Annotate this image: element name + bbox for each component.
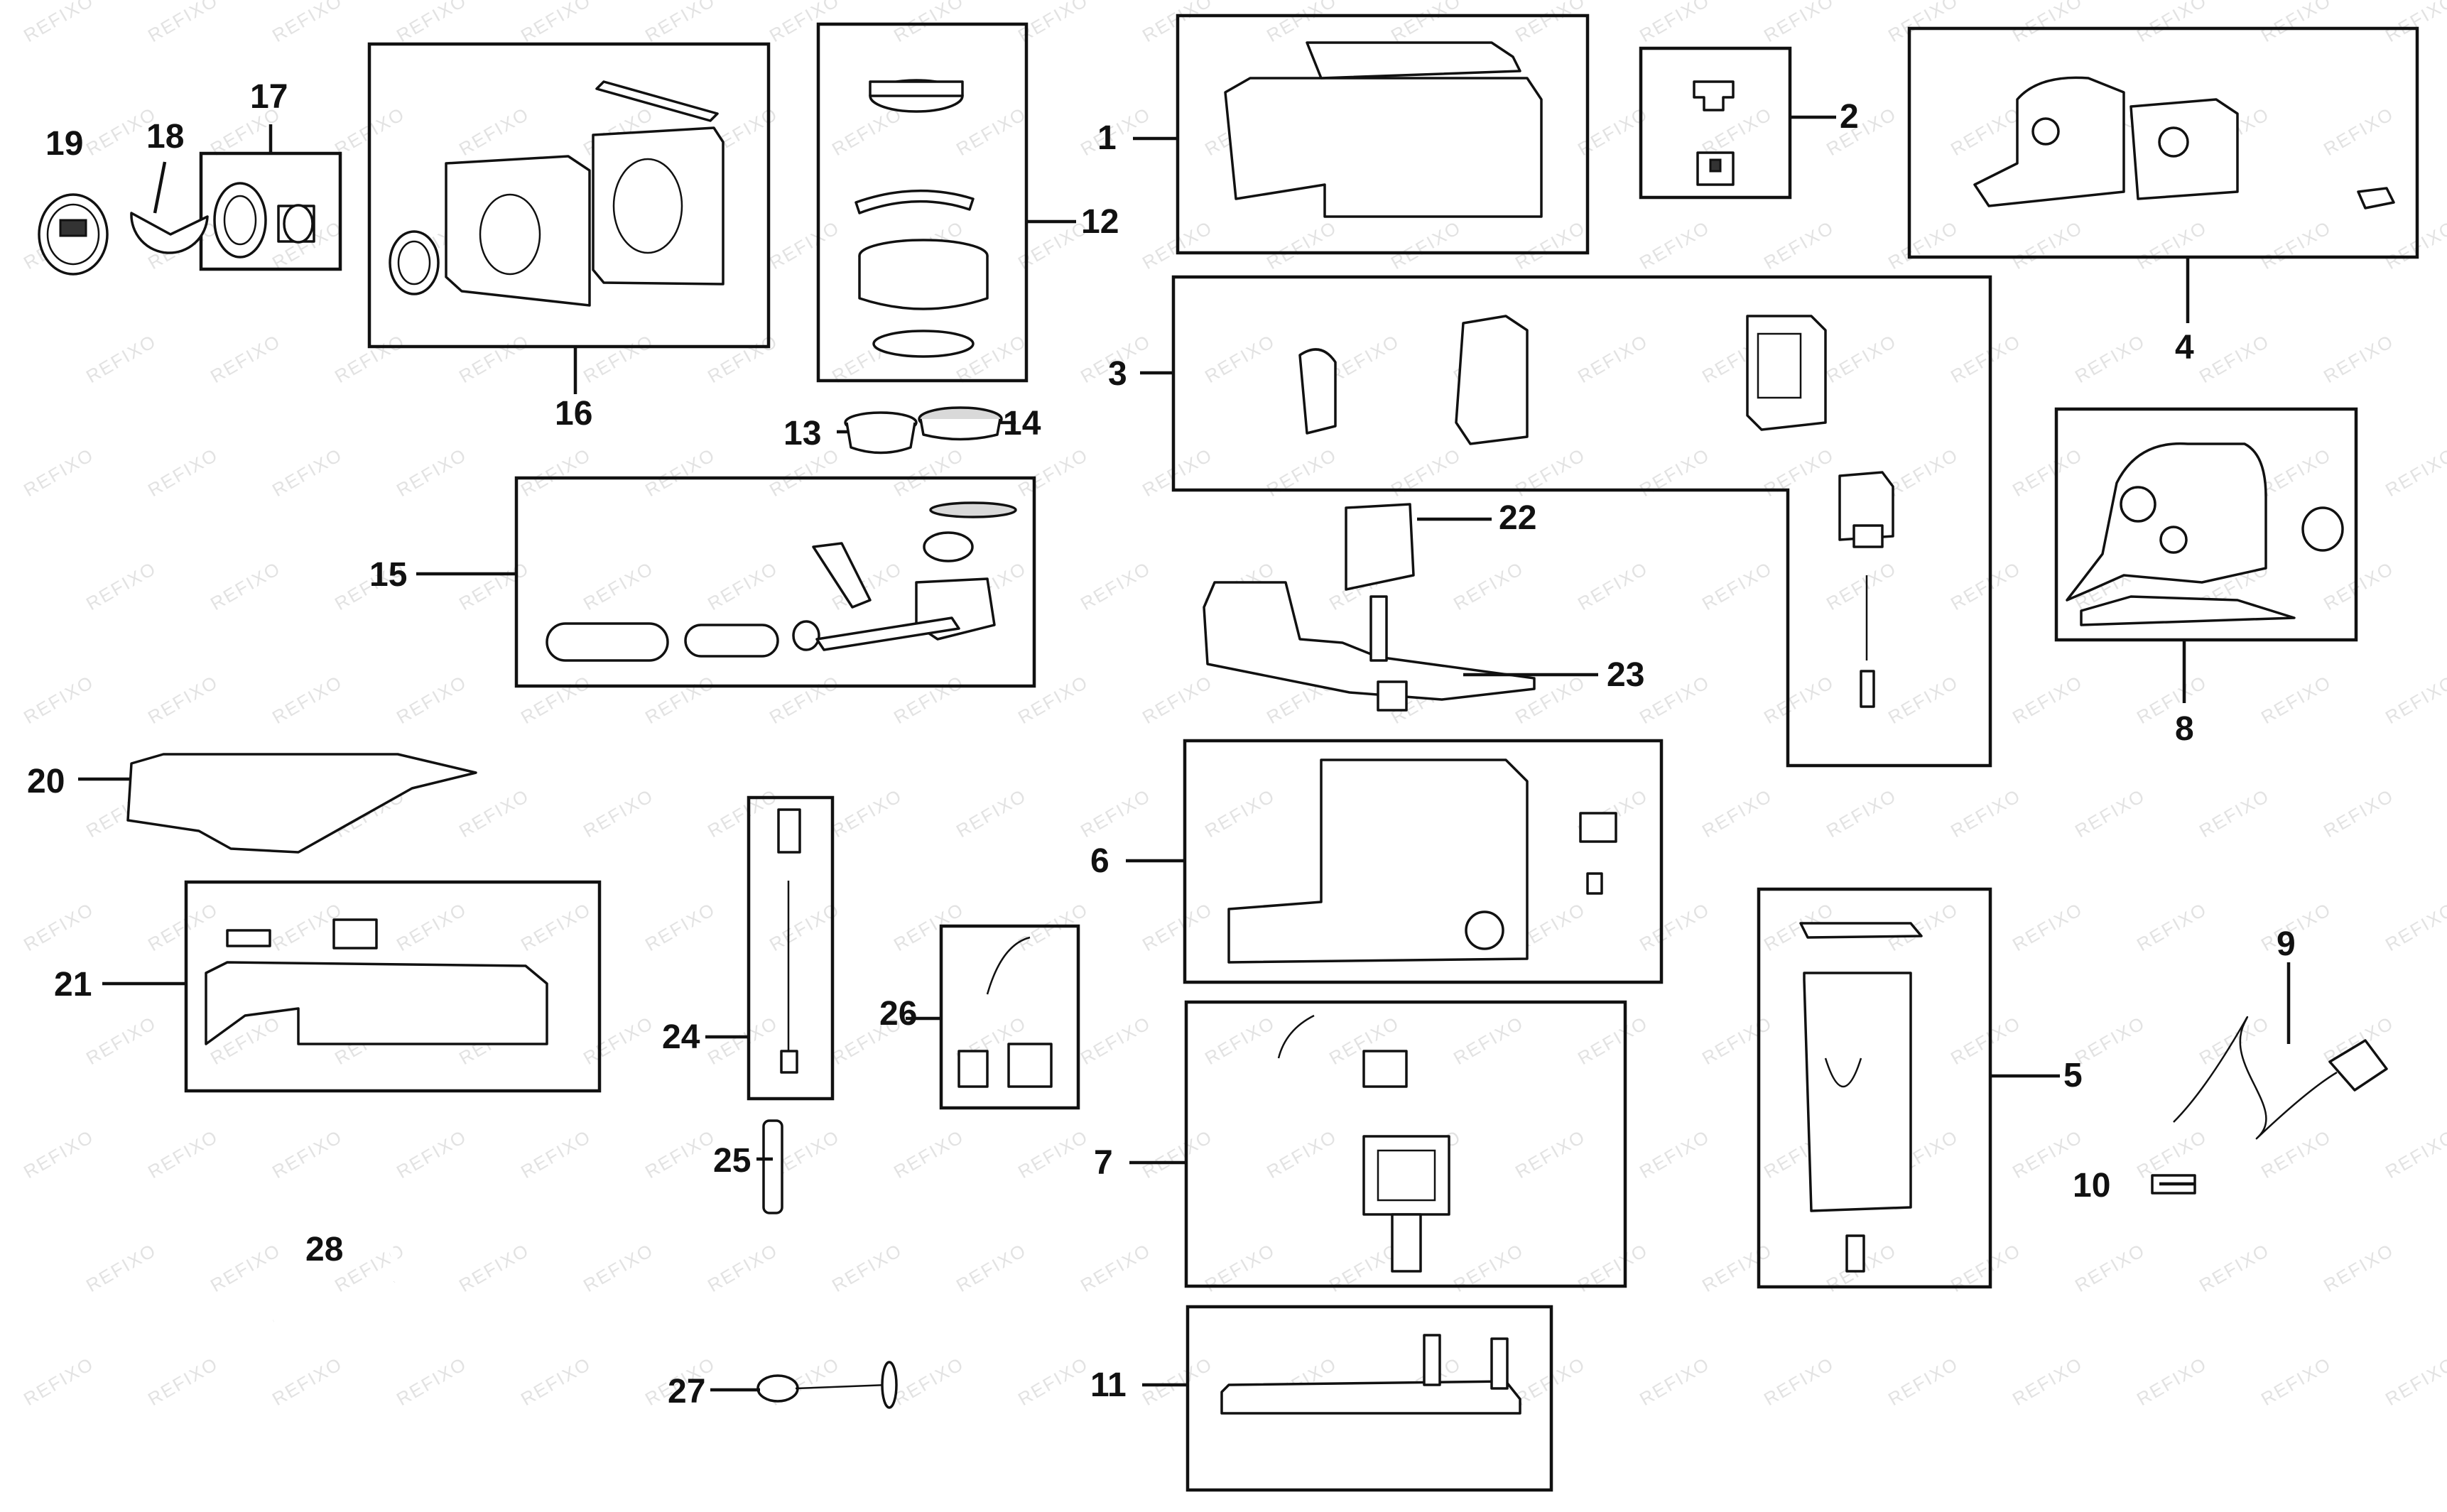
callout-13: 13 bbox=[783, 415, 821, 452]
part-18-disc-drawing bbox=[130, 212, 209, 254]
part-12-brew-head-drawing bbox=[854, 79, 989, 358]
callout-24: 24 bbox=[662, 1018, 700, 1056]
part-2-box bbox=[1639, 46, 1792, 200]
callout-8: 8 bbox=[2175, 710, 2194, 748]
part-15-brew-group-drawing bbox=[546, 501, 1017, 662]
part-22-board-drawing bbox=[1345, 503, 1415, 591]
part-23-chassis-drawing bbox=[1203, 581, 1536, 712]
part-12-box bbox=[816, 22, 1029, 383]
part-6-frame-drawing bbox=[1227, 758, 1617, 964]
leader-lines bbox=[78, 115, 2291, 1392]
callout-labels: 1 2 3 4 5 6 7 8 9 10 11 12 13 14 15 16 1… bbox=[27, 78, 2296, 1410]
callout-27: 27 bbox=[668, 1373, 705, 1410]
callout-25: 25 bbox=[713, 1142, 751, 1180]
part-4-boiler-drawing bbox=[1973, 76, 2395, 210]
part-25-pin-drawing bbox=[762, 1119, 783, 1214]
part-9-cord-drawing bbox=[2173, 1016, 2388, 1140]
part-28-hose-drawing bbox=[273, 1231, 399, 1324]
part-1-box bbox=[1176, 13, 1590, 255]
part-21-box bbox=[184, 880, 602, 1093]
callout-23: 23 bbox=[1607, 656, 1644, 694]
callout-26: 26 bbox=[879, 995, 917, 1033]
callout-20: 20 bbox=[27, 763, 65, 800]
part-11-box bbox=[1185, 1305, 1553, 1492]
part-15-box bbox=[514, 476, 1036, 688]
callout-22: 22 bbox=[1499, 499, 1536, 537]
callout-18: 18 bbox=[146, 118, 184, 156]
part-20-cup-tray-drawing bbox=[126, 753, 477, 854]
callout-21: 21 bbox=[54, 966, 92, 1004]
callout-12: 12 bbox=[1081, 203, 1119, 241]
part-19-ring-drawing bbox=[38, 193, 109, 276]
callout-9: 9 bbox=[2277, 925, 2296, 963]
part-21-drip-tray-drawing bbox=[205, 918, 548, 1045]
part-5-water-tank-drawing bbox=[1799, 922, 1923, 1273]
callout-5: 5 bbox=[2063, 1057, 2083, 1094]
part-3-valve-block-drawing bbox=[1298, 315, 1894, 708]
callout-14: 14 bbox=[1003, 405, 1041, 442]
callout-3: 3 bbox=[1108, 355, 1127, 393]
part-24-tube-drawing bbox=[777, 808, 801, 1074]
part-27-spoon-drawing bbox=[756, 1361, 898, 1409]
part-5-box bbox=[1757, 887, 1992, 1289]
part-11-base-plate-drawing bbox=[1220, 1334, 1521, 1415]
part-26-fitting-drawing bbox=[957, 936, 1053, 1088]
callout-6: 6 bbox=[1090, 842, 1109, 880]
callout-16: 16 bbox=[555, 395, 592, 433]
callout-15: 15 bbox=[369, 556, 407, 594]
callout-17: 17 bbox=[250, 78, 288, 116]
callout-19: 19 bbox=[45, 125, 83, 163]
part-17-knob-drawing bbox=[213, 182, 315, 259]
part-4-box bbox=[1907, 26, 2419, 259]
callout-4: 4 bbox=[2175, 329, 2194, 366]
part-1-housing-drawing bbox=[1224, 41, 1543, 218]
part-8-box bbox=[2054, 407, 2358, 642]
part-7-box bbox=[1184, 1000, 1627, 1288]
callout-1: 1 bbox=[1097, 119, 1117, 157]
callout-28: 28 bbox=[305, 1231, 343, 1268]
part-8-boiler-drawing bbox=[2066, 442, 2344, 626]
part-7-pump-drawing bbox=[1277, 1014, 1450, 1273]
part-24-box bbox=[747, 795, 835, 1101]
part-16-box bbox=[367, 42, 771, 349]
callout-2: 2 bbox=[1840, 98, 1859, 136]
part-16-panel-drawing bbox=[389, 80, 725, 307]
part-2-clip-drawing bbox=[1693, 80, 1735, 186]
part-13-14-filter-drawing bbox=[844, 406, 1003, 455]
callout-10: 10 bbox=[2073, 1167, 2110, 1204]
part-3-box bbox=[1171, 275, 1992, 768]
callout-7: 7 bbox=[1094, 1144, 1113, 1182]
callout-11: 11 bbox=[1090, 1366, 1127, 1404]
